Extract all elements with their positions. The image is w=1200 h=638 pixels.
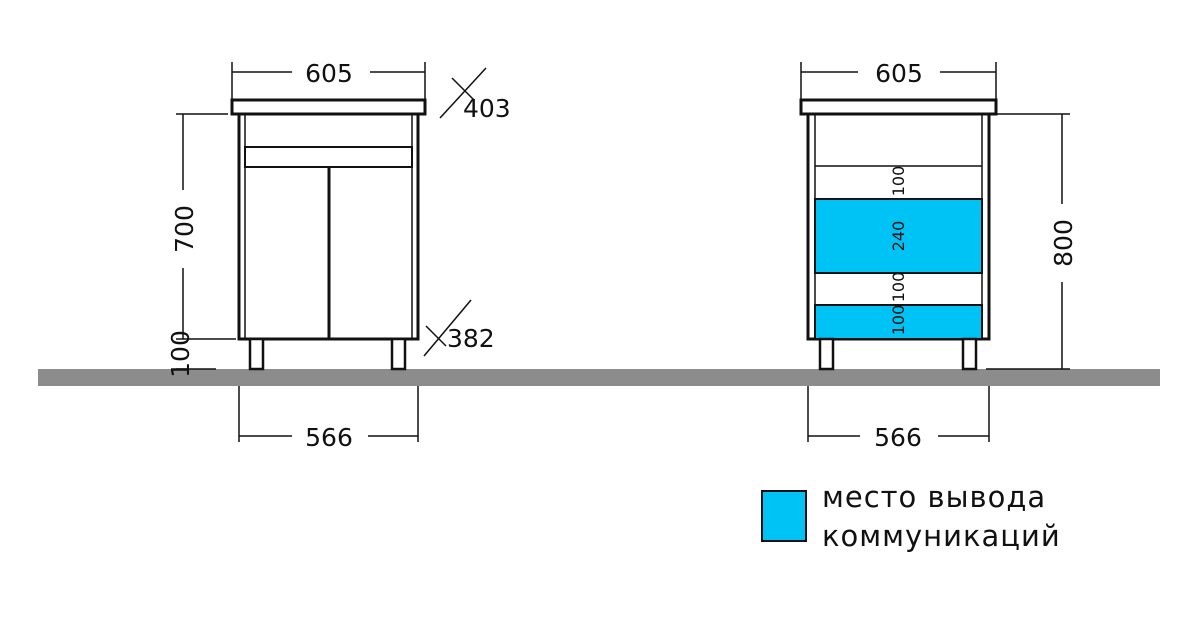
zone-100-bottom xyxy=(814,304,983,340)
left-leg-height-dim: 100 xyxy=(166,330,216,378)
right-base-width-label: 566 xyxy=(874,423,922,452)
legend: место вывода коммуникаций xyxy=(761,480,1061,553)
left-countertop xyxy=(230,98,427,116)
left-base-width-dim: 566 xyxy=(238,386,419,452)
left-drawer-band xyxy=(244,146,413,168)
right-top-width-dim: 605 xyxy=(800,59,997,100)
right-countertop xyxy=(799,98,998,116)
left-height-dim: 700 xyxy=(170,113,236,340)
left-leg-left xyxy=(248,337,265,371)
floor xyxy=(38,369,1160,386)
right-height-label: 800 xyxy=(1049,219,1078,267)
right-height-dim: 800 xyxy=(986,113,1078,370)
zone-240 xyxy=(814,198,983,274)
left-base-width-label: 566 xyxy=(305,423,353,452)
zone-label-3: 100 xyxy=(889,272,908,303)
left-depth-bottom-dim: 382 xyxy=(423,299,495,357)
legend-line-2: коммуникаций xyxy=(822,519,1061,553)
left-depth-top-dim: 403 xyxy=(439,67,511,123)
left-depth-top-label: 403 xyxy=(463,94,511,123)
left-cabinet-front xyxy=(230,98,427,371)
right-leg-left xyxy=(818,337,835,371)
left-top-width-label: 605 xyxy=(305,59,353,88)
legend-line-1: место вывода xyxy=(822,480,1046,514)
left-depth-bottom-label: 382 xyxy=(447,324,495,353)
left-top-width-dim: 605 xyxy=(231,59,426,100)
zone-label-1: 100 xyxy=(889,166,908,197)
left-leg-height-label: 100 xyxy=(166,330,195,378)
right-leg-right xyxy=(961,337,978,371)
zone-labels: 100 240 100 100 xyxy=(889,166,908,336)
zone-label-2: 240 xyxy=(889,221,908,252)
zone-label-4: 100 xyxy=(889,305,908,336)
right-top-width-label: 605 xyxy=(875,59,923,88)
left-height-label: 700 xyxy=(170,205,199,253)
right-cabinet-back xyxy=(799,98,998,371)
right-base-width-dim: 566 xyxy=(807,386,990,452)
left-leg-right xyxy=(390,337,407,371)
legend-swatch xyxy=(761,490,807,542)
